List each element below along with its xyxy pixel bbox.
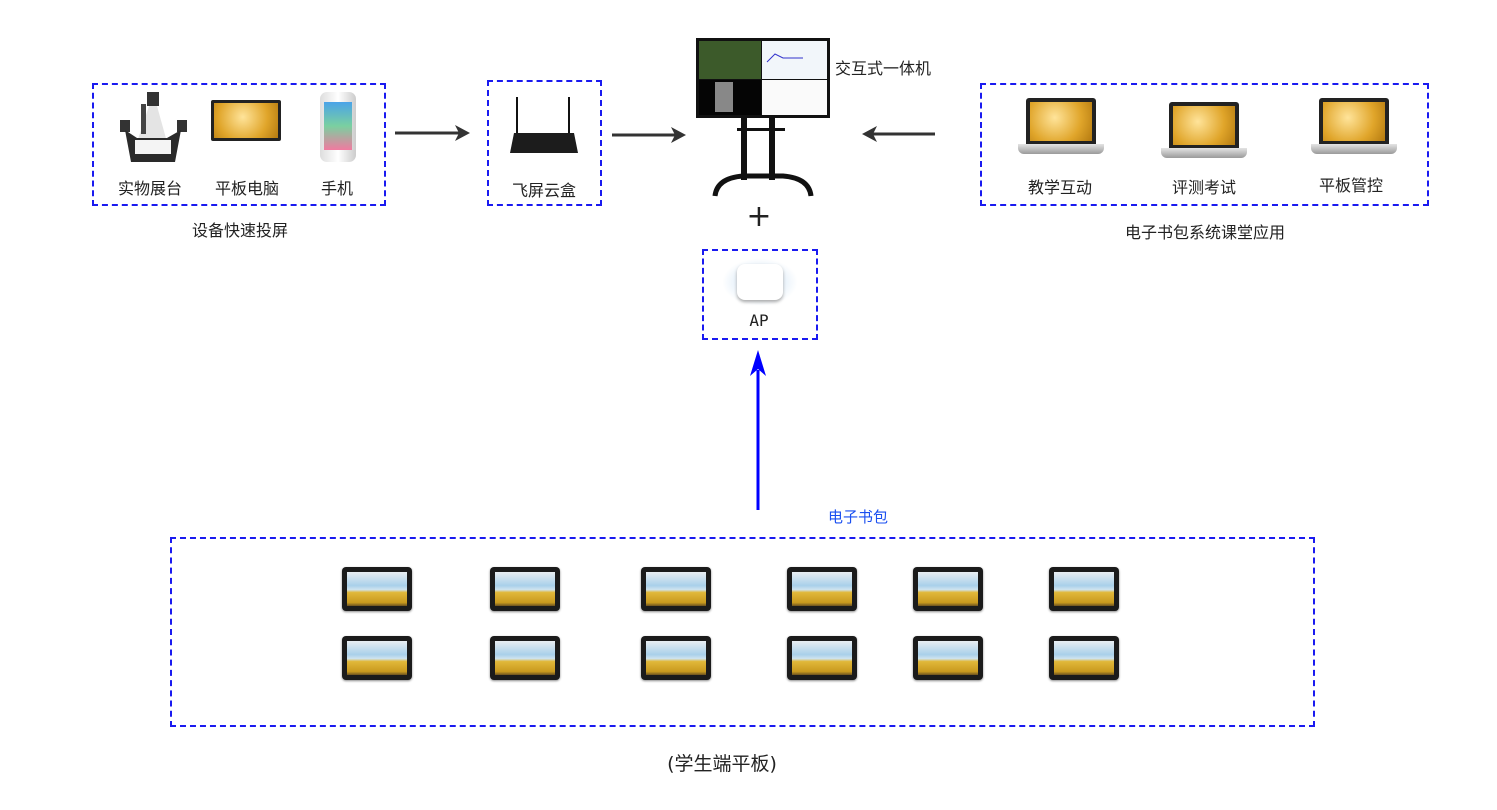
laptop-icon	[1311, 98, 1397, 160]
laptop-icon	[1018, 98, 1104, 160]
student-tablets-caption: (学生端平板)	[667, 753, 777, 775]
student-tablet-icon	[342, 636, 412, 680]
wireless-access-point-icon	[722, 258, 798, 306]
display-label: 交互式一体机	[835, 59, 932, 78]
classroom-apps-caption: 电子书包系统课堂应用	[1124, 223, 1286, 242]
student-tablet-icon	[641, 636, 711, 680]
student-tablet-icon	[490, 636, 560, 680]
ap-group	[702, 249, 818, 340]
label-phone: 手机	[320, 179, 354, 198]
student-tablet-icon	[787, 636, 857, 680]
classroom-apps-group	[980, 83, 1429, 206]
source-devices-caption: 设备快速投屏	[191, 221, 289, 240]
cloud-box-label: 飞屏云盒	[511, 181, 577, 200]
label-tablet-control: 平板管控	[1318, 176, 1384, 195]
uplink-label: 电子书包	[828, 508, 889, 526]
student-tablet-icon	[913, 567, 983, 611]
arrow-apps-to-display	[862, 126, 935, 142]
student-tablet-icon	[1049, 567, 1119, 611]
router-icon	[510, 97, 578, 153]
student-tablet-icon	[641, 567, 711, 611]
plus-sign: +	[746, 199, 772, 234]
label-tablet: 平板电脑	[214, 179, 280, 198]
source-devices-group	[92, 83, 386, 206]
interactive-display-icon	[696, 38, 830, 197]
smartphone-icon	[320, 92, 356, 162]
cloud-box-group	[487, 80, 602, 206]
student-tablet-icon	[1049, 636, 1119, 680]
arrow-tablets-to-ap	[750, 350, 766, 510]
student-tablet-icon	[342, 567, 412, 611]
arrow-cloudbox-to-display	[612, 127, 686, 143]
label-assessment: 评测考试	[1171, 178, 1237, 197]
tablet-icon	[211, 100, 281, 141]
student-tablet-icon	[787, 567, 857, 611]
label-document-camera: 实物展台	[117, 179, 183, 198]
student-tablet-icon	[490, 567, 560, 611]
laptop-icon	[1161, 102, 1247, 164]
document-camera-icon	[120, 92, 187, 162]
student-tablet-icon	[913, 636, 983, 680]
student-tablets-group	[170, 537, 1315, 727]
ap-label: AP	[749, 311, 769, 330]
arrow-devices-to-cloudbox	[395, 125, 470, 141]
label-teaching-interaction: 教学互动	[1027, 178, 1093, 197]
